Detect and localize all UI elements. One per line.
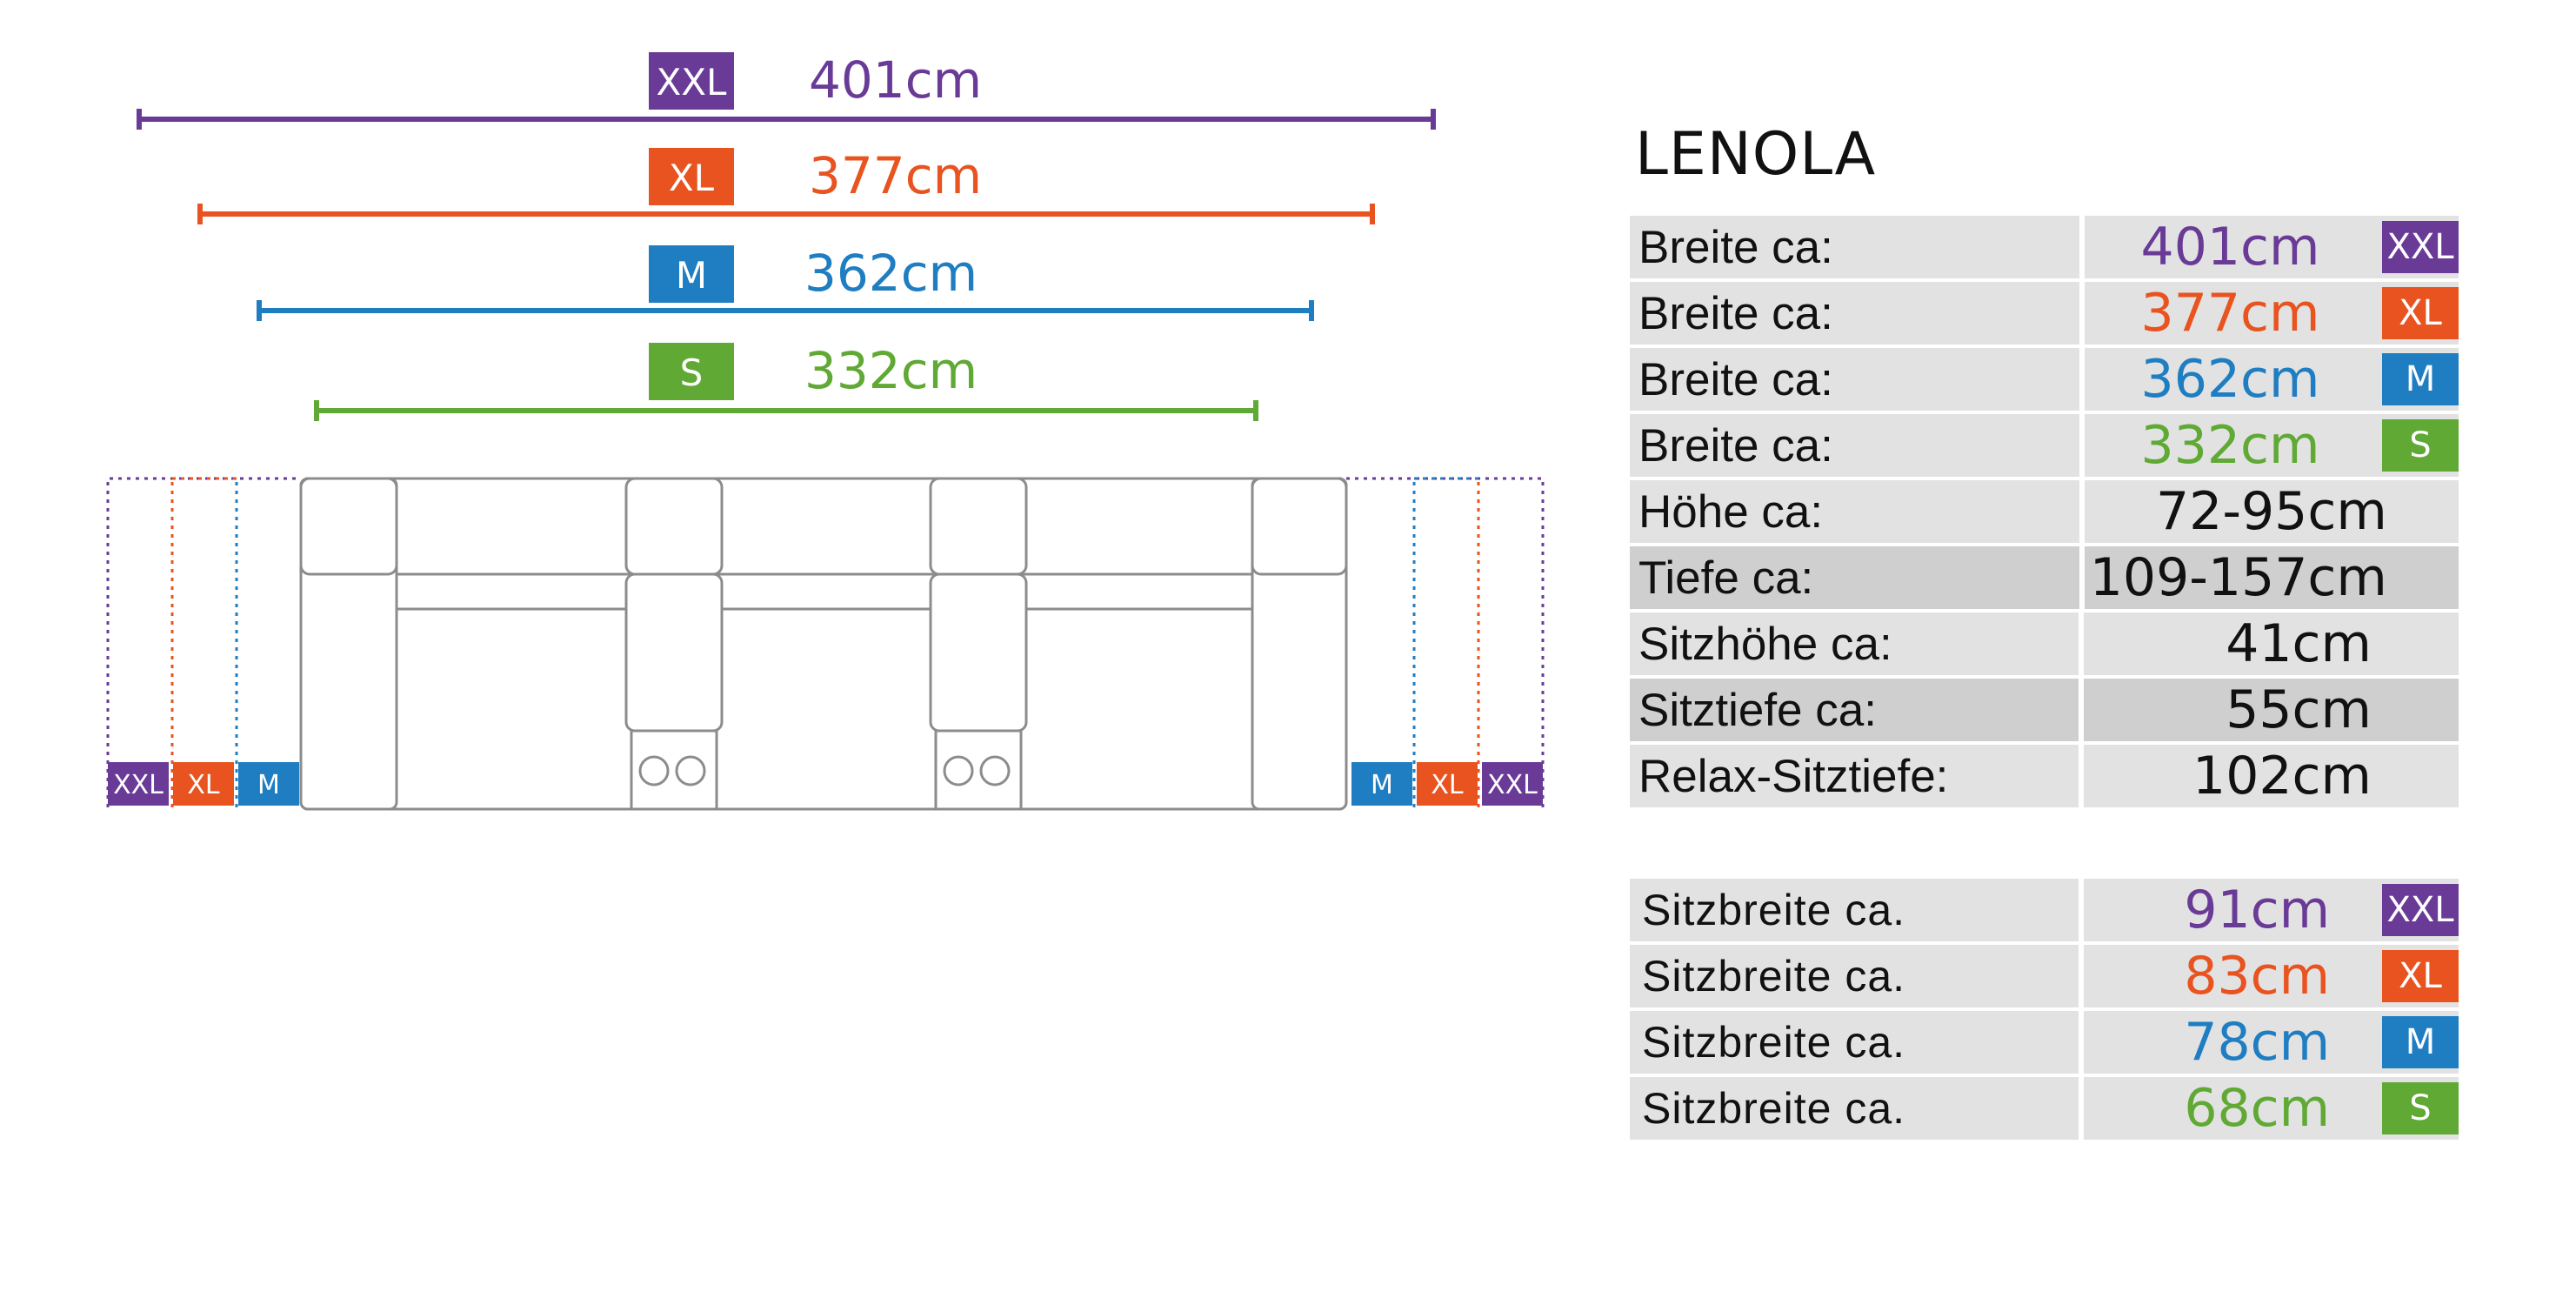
spec-row: Breite ca: 362cm M — [1630, 348, 2459, 411]
spec-value: 72-95cm — [2084, 480, 2459, 543]
size-badge-s-label: S — [680, 351, 704, 394]
cupholder-icon — [943, 755, 974, 786]
spec-row: Relax-Sitztiefe: 102cm — [1630, 745, 2459, 807]
seat-width-label: Sitzbreite ca. — [1630, 879, 2079, 941]
svg-text:XXL: XXL — [1487, 770, 1538, 800]
seat-width-label: Sitzbreite ca. — [1630, 1077, 2079, 1140]
size-badge-xxl: XXL — [2382, 884, 2459, 936]
spec-label: Sitztiefe ca: — [1630, 679, 2079, 741]
size-badge-m — [649, 245, 734, 303]
spec-value: 362cm — [2140, 349, 2320, 410]
seat-width-row: Sitzbreite ca. 78cm M — [1630, 1011, 2459, 1074]
spec-row: Sitztiefe ca: 55cm — [1630, 679, 2459, 741]
size-badge-xxl — [649, 52, 734, 110]
headrest-center-2 — [929, 477, 1028, 576]
size-badge-s — [649, 343, 734, 400]
spec-value: 377cm — [2140, 283, 2320, 344]
spec-value: 401cm — [2140, 217, 2320, 278]
seat-width-row: Sitzbreite ca. 91cm XXL — [1630, 879, 2459, 941]
headrest-right — [1251, 477, 1348, 576]
seat-width-row: Sitzbreite ca. 68cm S — [1630, 1077, 2459, 1140]
size-badge-s: S — [2382, 1082, 2459, 1134]
spec-label: Breite ca: — [1630, 414, 2079, 477]
spec-row: Breite ca: 401cm XXL — [1630, 216, 2459, 278]
width-value-xl: 377cm — [809, 146, 982, 205]
spec-table: Breite ca: 401cm XXL Breite ca: 377cm XL B… — [1630, 216, 2459, 811]
spec-value: 102cm — [2084, 745, 2459, 807]
width-ruler-m: M 362cm — [257, 244, 1314, 321]
spec-label: Breite ca: — [1630, 216, 2079, 278]
seat-width-table: Sitzbreite ca. 91cm XXL Sitzbreite ca. 83… — [1630, 879, 2459, 1143]
spec-row: Breite ca: 332cm S — [1630, 414, 2459, 477]
cupholder-icon — [979, 755, 1011, 786]
seat-width-value: 78cm — [2184, 1012, 2331, 1073]
size-badge-m-label: M — [676, 254, 707, 297]
headrest-left — [299, 477, 398, 576]
spec-value: 55cm — [2084, 679, 2459, 741]
size-badge-xl — [649, 148, 734, 205]
spec-row: Breite ca: 377cm XL — [1630, 282, 2459, 345]
seat-width-value: 91cm — [2184, 880, 2331, 940]
svg-text:M: M — [1371, 770, 1393, 800]
spec-row: Tiefe ca: 109-157cm — [1630, 546, 2459, 609]
seat-width-value: 83cm — [2184, 946, 2331, 1007]
size-badge-m: M — [2382, 353, 2459, 405]
seat-width-label: Sitzbreite ca. — [1630, 1011, 2079, 1074]
svg-text:XL: XL — [187, 770, 220, 800]
size-badge-xl-label: XL — [669, 157, 715, 199]
size-badge-xxl-label: XXL — [657, 61, 728, 104]
cupholder-icon — [638, 755, 670, 786]
size-badge-s: S — [2382, 419, 2459, 472]
size-badge-xl: XL — [2382, 287, 2459, 339]
spec-label: Höhe ca: — [1630, 480, 2079, 543]
spec-label: Breite ca: — [1630, 282, 2079, 345]
spec-value: 332cm — [2140, 415, 2320, 476]
width-value-s: 332cm — [804, 341, 978, 400]
svg-text:M: M — [257, 770, 280, 800]
side-badges-right: M XL XXL — [1351, 762, 1543, 806]
spec-row: Sitzhöhe ca: 41cm — [1630, 612, 2459, 675]
svg-text:XL: XL — [1431, 770, 1464, 800]
size-badge-m: M — [2382, 1016, 2459, 1068]
svg-text:XXL: XXL — [113, 770, 164, 800]
side-badges-left: XXL XL M — [108, 762, 299, 806]
spec-row: Höhe ca: 72-95cm — [1630, 480, 2459, 543]
size-badge-xl: XL — [2382, 950, 2459, 1002]
seat-width-row: Sitzbreite ca. 83cm XL — [1630, 945, 2459, 1007]
width-value-m: 362cm — [804, 244, 978, 303]
sofa-outline — [299, 477, 1348, 811]
sofa-dimension-diagram: XXL 401cm XL 377cm M 362cm S 332cm — [106, 50, 1545, 811]
spec-label: Breite ca: — [1630, 348, 2079, 411]
spec-label: Sitzhöhe ca: — [1630, 612, 2079, 675]
spec-label: Tiefe ca: — [1630, 546, 2079, 609]
product-title: LENOLA — [1635, 120, 1877, 189]
size-badge-xxl: XXL — [2382, 221, 2459, 273]
spec-value: 41cm — [2084, 612, 2459, 675]
seat-width-value: 68cm — [2184, 1078, 2331, 1139]
headrest-center-1 — [624, 477, 724, 576]
cupholder-icon — [675, 755, 706, 786]
width-ruler-xxl: XXL 401cm — [137, 50, 1436, 130]
console-2 — [929, 572, 1028, 733]
width-ruler-xl: XL 377cm — [197, 146, 1375, 224]
width-ruler-s: S 332cm — [314, 341, 1258, 421]
console-1 — [624, 572, 724, 733]
spec-value: 109-157cm — [2084, 546, 2459, 609]
spec-label: Relax-Sitztiefe: — [1630, 745, 2079, 807]
seat-width-label: Sitzbreite ca. — [1630, 945, 2079, 1007]
width-value-xxl: 401cm — [809, 50, 982, 110]
